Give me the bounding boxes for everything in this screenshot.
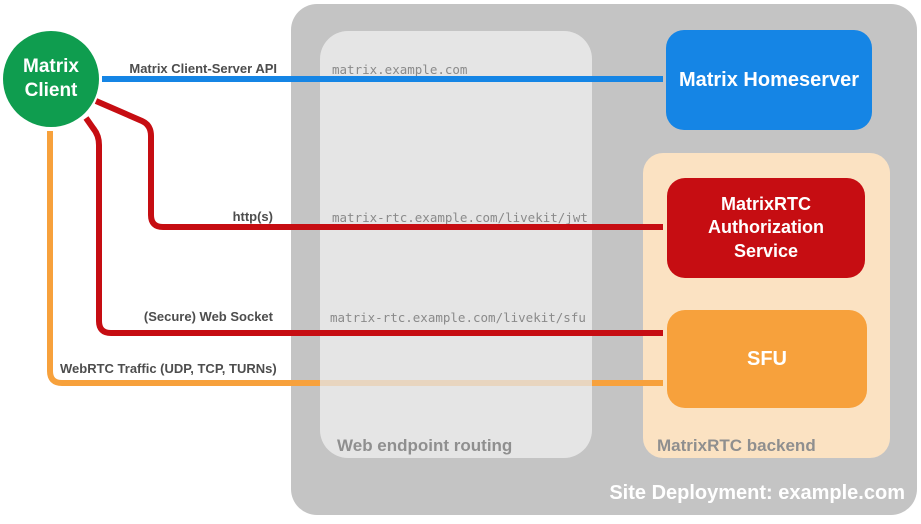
webrtc-traffic-edge-label: WebRTC Traffic (UDP, TCP, TURNs) xyxy=(60,361,277,376)
site-deployment-caption: Site Deployment: example.com xyxy=(609,482,905,504)
livekit-jwt-endpoint-text: matrix-rtc.example.com/livekit/jwt xyxy=(332,210,588,225)
sfu-node: SFU xyxy=(667,310,867,408)
matrixrtc-authorization-service-node: MatrixRTC Authorization Service xyxy=(667,178,865,278)
https-edge-label: http(s) xyxy=(232,209,273,224)
sfu-label: SFU xyxy=(747,347,787,370)
web-endpoint-routing-caption: Web endpoint routing xyxy=(337,436,513,455)
websocket-edge-label: (Secure) Web Socket xyxy=(143,309,273,324)
matrixrtc-backend-caption: MatrixRTC backend xyxy=(657,436,816,455)
web-endpoint-routing-zone xyxy=(320,31,592,458)
client-server-api-edge-label: Matrix Client-Server API xyxy=(129,61,277,76)
webrtc-traffic-arrow-left xyxy=(47,131,320,386)
matrixrtc-authorization-service-label: MatrixRTC Authorization Service xyxy=(708,193,824,261)
matrix-client-label: Matrix Client xyxy=(23,56,79,101)
matrix-homeserver-node: Matrix Homeserver xyxy=(666,30,872,130)
matrix-homeserver-label: Matrix Homeserver xyxy=(678,68,860,91)
matrix-client-node: Matrix Client xyxy=(3,31,99,127)
matrix-domain-text: matrix.example.com xyxy=(332,62,468,77)
livekit-sfu-endpoint-text: matrix-rtc.example.com/livekit/sfu xyxy=(330,310,586,325)
